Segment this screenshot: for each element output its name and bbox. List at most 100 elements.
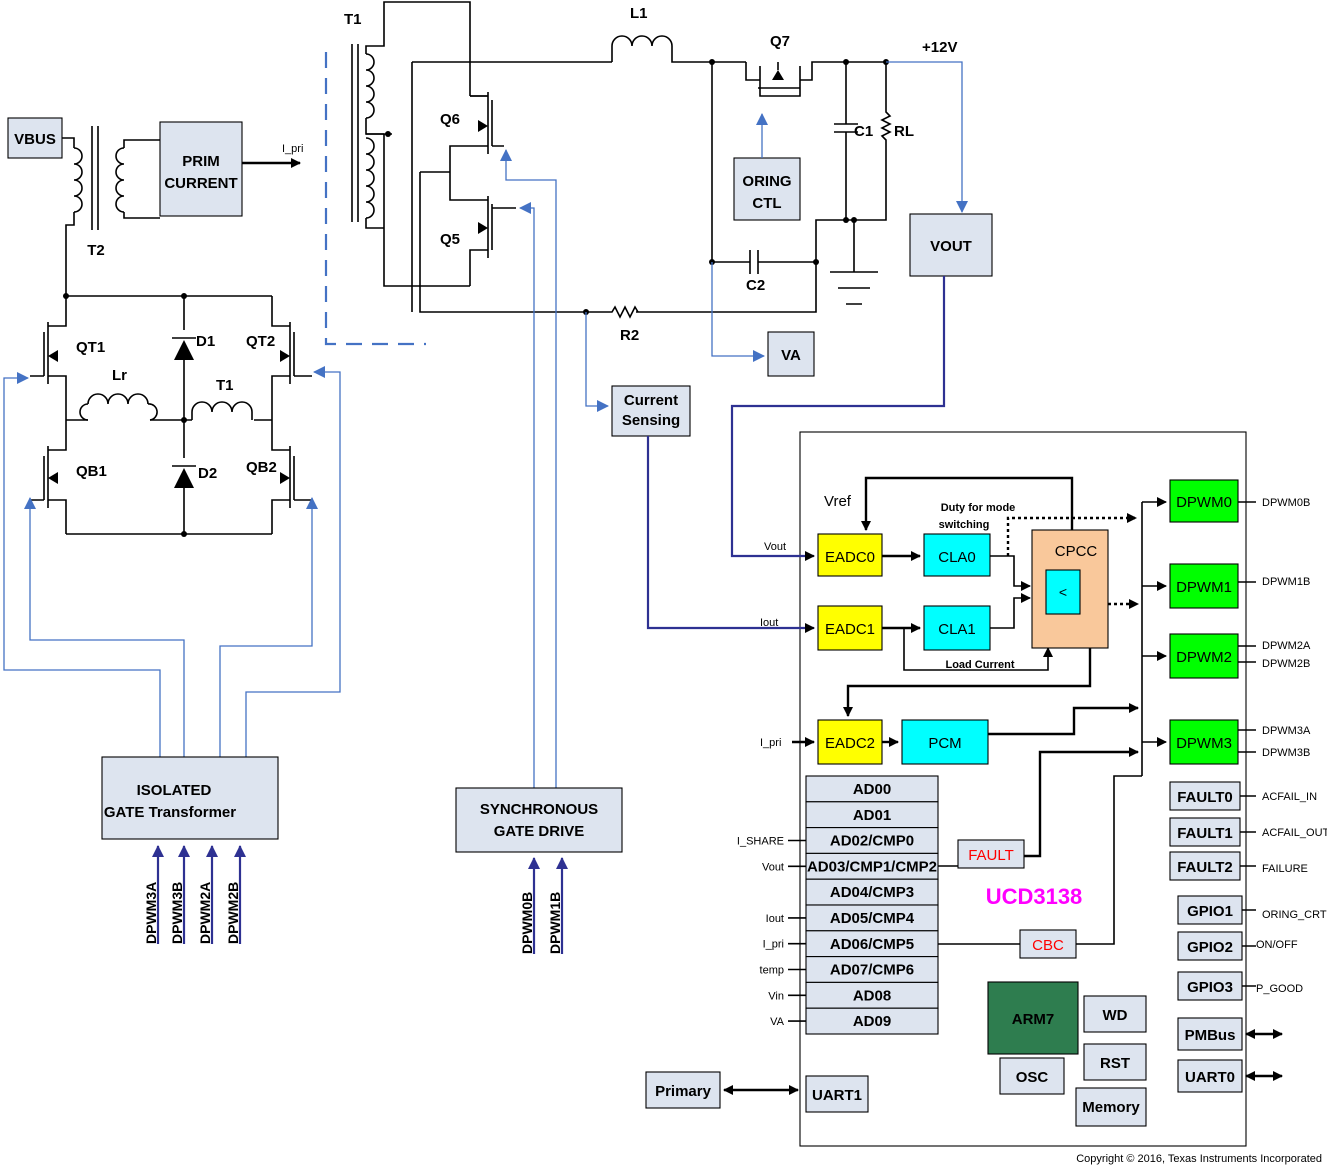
oring-ctl-line1: ORING [742,173,791,190]
ad-input-label: Vin [768,990,784,1002]
dpwm-out-1: DPWM1B [1262,576,1310,588]
dpwm0-block [1169,479,1239,523]
vbus-box [7,117,63,159]
ad-input-label: VA [770,1016,785,1028]
iso-input-1: DPWM3B [169,882,185,944]
dpwm3-block [1169,719,1239,765]
fault2-block [1169,851,1241,881]
dpwm3-label: DPWM3 [1176,735,1232,752]
r2-label: R2 [620,327,639,344]
ad-channel-label: AD07/CMP6 [830,962,914,979]
l1-label: L1 [630,5,648,22]
osc-block [999,1057,1065,1095]
full-bridge: QT1 D1 QT2 Lr T1 QB1 D2 QB2 [30,293,312,537]
eadc0-block [817,533,883,577]
dpwm0-label: DPWM0 [1176,494,1232,511]
ad-input-label: I_pri [763,939,784,951]
iout-input-label: Iout [760,617,778,629]
gpio-signal-0: ORING_CRTL [1262,909,1327,921]
dpwm-out-2: DPWM2A [1262,640,1311,652]
eadc2-label: EADC2 [825,735,875,752]
sync-gate-line1: SYNCHRONOUS [480,801,598,818]
memory-block [1075,1087,1147,1127]
pcm-label: PCM [928,735,961,752]
isolated-gate-box [101,756,279,840]
isolated-gate-wires [3,366,341,757]
uart1-label: UART1 [812,1087,862,1104]
fault-signal-0: ACFAIL_IN [1262,791,1317,803]
qb2-label: QB2 [246,459,277,476]
ad-input-label: temp [760,965,784,977]
t1-bridge-label: T1 [216,377,234,394]
memory-label: Memory [1082,1099,1140,1116]
eadc1-label: EADC1 [825,621,875,638]
va-box [767,331,815,377]
ad-channel-table: AD00AD01AD02/CMP0I_SHAREAD03/CMP1/CMP2Vo… [737,775,939,1035]
uart1-primary: Primary UART1 [645,1071,869,1113]
primary-box [645,1071,721,1109]
cla0-label: CLA0 [938,549,976,566]
prim-current-line1: PRIM [182,153,220,170]
fault0-block [1169,781,1241,811]
comparator-symbol: < [1059,584,1067,600]
d2-label: D2 [198,465,217,482]
primary-label: Primary [655,1083,712,1100]
t1-secondary: T1 Q6 Q5 [344,1,612,313]
vref-label: Vref [824,493,852,510]
isolated-gate-line1: ISOLATED [137,782,212,799]
gpio-signal-1: ON/OFF [1256,939,1298,951]
ad-channel-row [805,878,939,906]
current-sensing-line1: Current [624,392,678,409]
uart1-block [805,1075,869,1113]
fault0-label: FAULT0 [1177,789,1233,806]
vout-box [909,213,993,277]
d1-label: D1 [196,333,215,350]
ad-channel-label: AD05/CMP4 [830,910,915,927]
wd-label: WD [1103,1007,1128,1024]
chip-name: UCD3138 [986,884,1083,909]
cla1-block [923,605,991,651]
isolation-boundary [324,52,426,346]
gpio2-block [1177,931,1243,961]
c2-label: C2 [746,277,765,294]
t1-label: T1 [344,11,362,28]
vout-input-label: Vout [764,541,786,553]
eadc1-block [817,605,883,651]
dpwm-out-3: DPWM2B [1262,658,1310,670]
rst-label: RST [1100,1055,1130,1072]
osc-label: OSC [1016,1069,1049,1086]
dpwm-out-5: DPWM3B [1262,747,1310,759]
ipri-input-label: I_pri [760,737,781,749]
fault-cbc: FAULT CBC UCD3138 [938,747,1142,959]
iso-input-3: DPWM2B [225,882,241,944]
eadc0-label: EADC0 [825,549,875,566]
dpwm2-label: DPWM2 [1176,649,1232,666]
lr-label: Lr [112,367,127,384]
fault-box [957,839,1025,869]
sync-input-1: DPWM1B [547,892,563,954]
ad-channel-label: AD09 [853,1013,891,1030]
vout-box-label: VOUT [930,238,972,255]
prim-current-box [159,121,243,217]
vbus-label: VBUS [14,131,56,148]
prim-current-line2: CURRENT [164,175,237,192]
ad-channel-label: AD00 [853,781,891,798]
sync-input-0: DPWM0B [519,892,535,954]
q6-label: Q6 [440,111,460,128]
gpio1-block [1177,895,1243,925]
ad-channel-label: AD01 [853,807,891,824]
oring-ctl-box [733,157,801,221]
oring-ctl-line2: CTL [752,195,781,212]
ad-input-label: Vout [762,861,784,873]
fault-box-label: FAULT [968,847,1014,864]
t2-label: T2 [87,242,105,259]
ad-channel-label: AD04/CMP3 [830,884,914,901]
ad-channel-row [805,956,939,983]
q7-label: Q7 [770,33,790,50]
va-box-label: VA [781,347,801,364]
wd-block [1083,995,1147,1033]
copyright: Copyright © 2016, Texas Instruments Inco… [1076,1153,1322,1165]
vplus-label: +12V [922,39,957,56]
gpio2-label: GPIO2 [1187,939,1233,956]
